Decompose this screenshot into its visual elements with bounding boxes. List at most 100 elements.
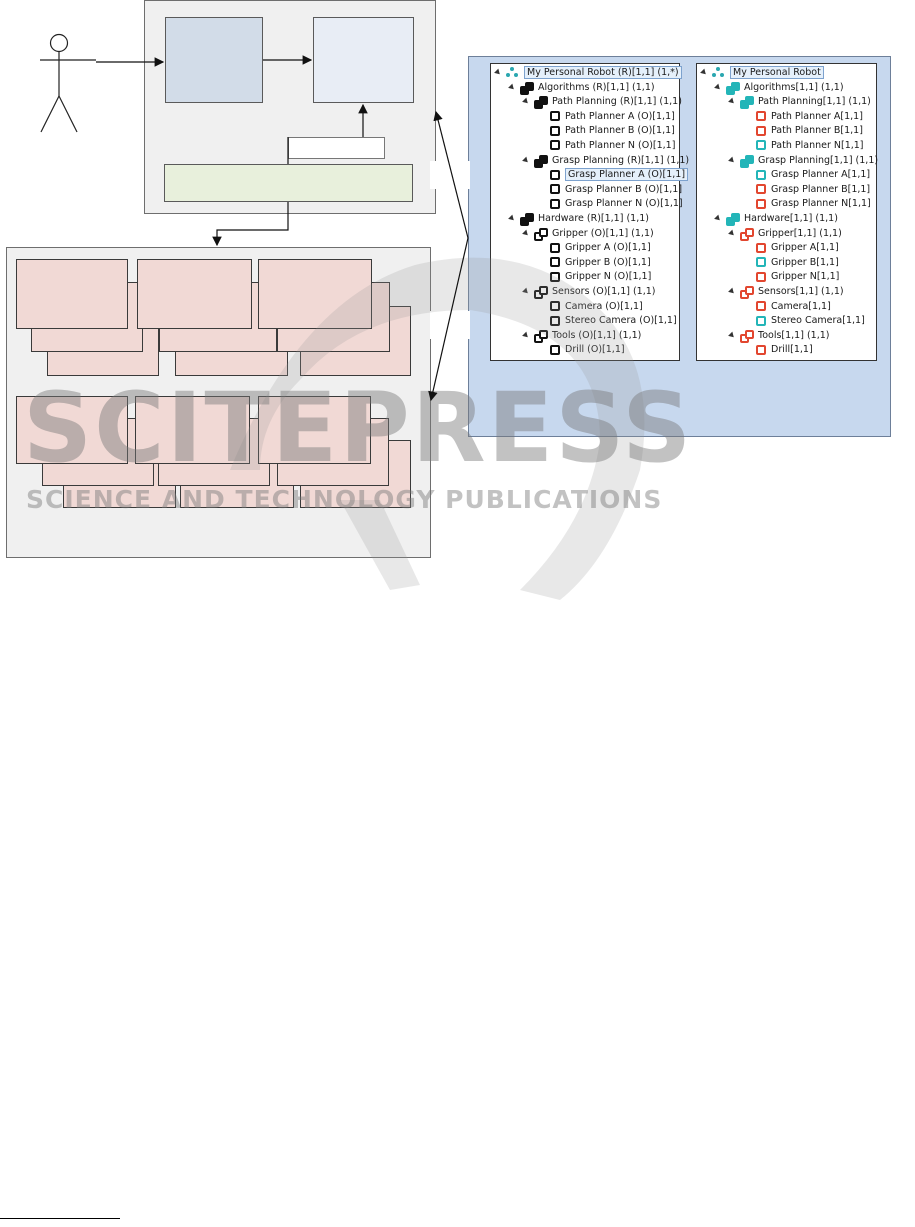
tree-row[interactable]: Gripper A[1,1] [697,241,876,256]
feature-leaf-icon [550,184,560,195]
tree-row[interactable]: Camera[1,1] [697,300,876,315]
tree-row[interactable]: Gripper[1,1] (1,1) [697,227,876,242]
tree-row[interactable]: Gripper (O)[1,1] (1,1) [491,227,679,242]
component-card [16,259,128,329]
tree-row[interactable]: Gripper A (O)[1,1] [491,241,679,256]
tree-row[interactable]: Algorithms[1,1] (1,1) [697,81,876,96]
tree-row-label: Algorithms[1,1] (1,1) [744,81,844,93]
feature-model-root-icon [506,67,519,78]
tree-row-label: Path Planner N[1,1] [771,139,864,151]
tree-row[interactable]: Grasp Planner B[1,1] [697,183,876,198]
tree-row[interactable]: Path Planning[1,1] (1,1) [697,95,876,110]
tree-row[interactable]: Drill (O)[1,1] [491,343,679,358]
tree-row[interactable]: Stereo Camera[1,1] [697,314,876,329]
tree-row[interactable]: Hardware (R)[1,1] (1,1) [491,212,679,227]
tree-row-label: Stereo Camera[1,1] [771,315,865,327]
tree-row-label: Sensors (O)[1,1] (1,1) [552,285,656,297]
tree-row[interactable]: Algorithms (R)[1,1] (1,1) [491,81,679,96]
tree-row-label: Gripper B[1,1] [771,256,839,268]
tree-row-label: Grasp Planner N (O)[1,1] [565,198,683,210]
tree-row[interactable]: Gripper N[1,1] [697,270,876,285]
tree-row[interactable]: Path Planner N (O)[1,1] [491,139,679,154]
tree-row[interactable]: Grasp Planner A[1,1] [697,168,876,183]
tree-row-label: Stereo Camera (O)[1,1] [565,315,677,327]
tree-row-label: Grasp Planner B (O)[1,1] [565,183,683,195]
feature-leaf-icon [550,301,560,311]
tree-row[interactable]: Gripper B[1,1] [697,256,876,271]
tree-row[interactable]: Path Planning (R)[1,1] (1,1) [491,95,682,110]
tree-row[interactable]: Camera (O)[1,1] [491,300,679,315]
tree-row[interactable]: Path Planner B (O)[1,1] [491,124,679,139]
tree-row-label: Algorithms (R)[1,1] (1,1) [538,81,655,93]
tree-row-label: Tools[1,1] (1,1) [758,329,830,341]
tree-row[interactable]: Grasp Planner N (O)[1,1] [491,197,683,212]
feature-leaf-icon [756,111,766,122]
mandatory-group-icon [534,96,548,110]
feature-leaf-icon [550,125,560,136]
output-block [313,17,414,103]
tree-row-label: Gripper[1,1] (1,1) [758,227,842,239]
tree-row-label: Path Planner B (O)[1,1] [565,125,675,137]
tree-row-label: Grasp Planner B[1,1] [771,183,871,195]
tree-row-label: Gripper A[1,1] [771,242,839,254]
feature-leaf-icon [550,271,560,282]
feature-leaf-icon [550,111,560,122]
tree-row-label: Path Planner B[1,1] [771,125,863,137]
mandatory-group-icon [534,154,548,168]
optional-group-icon [740,227,754,241]
tree-row-label: Path Planning (R)[1,1] (1,1) [552,96,682,108]
tree-row-label: Gripper A (O)[1,1] [565,242,651,254]
mandatory-group-icon [740,154,754,168]
input-block [165,17,263,103]
tree-row-label: Path Planner A (O)[1,1] [565,110,675,122]
tree-row-label: Drill (O)[1,1] [565,344,625,355]
tree-row[interactable]: My Personal Robot (R)[1,1] (1,*) [491,66,682,81]
mandatory-group-icon [726,81,740,95]
tree-row[interactable]: Grasp Planner N[1,1] [697,197,876,212]
tree-row-label: Path Planner A[1,1] [771,110,863,122]
feature-leaf-icon [550,344,560,355]
component-card [135,396,250,464]
tree-row[interactable]: Path Planner B[1,1] [697,124,876,139]
tree-row-label: Gripper N[1,1] [771,271,840,283]
tree-row[interactable]: Path Planner A (O)[1,1] [491,110,679,125]
feature-leaf-icon [756,344,766,355]
tree-row-label: Gripper N (O)[1,1] [565,271,652,283]
tree-row[interactable]: Sensors (O)[1,1] (1,1) [491,285,679,300]
tree-row-label: My Personal Robot [730,66,824,79]
configuration-block [164,164,413,202]
tree-row-label: Hardware (R)[1,1] (1,1) [538,212,649,224]
tree-row[interactable]: Hardware[1,1] (1,1) [697,212,876,227]
tree-row[interactable]: Gripper B (O)[1,1] [491,256,679,271]
tree-row-label: Camera[1,1] [771,300,831,312]
feature-tree-left: My Personal Robot (R)[1,1] (1,*) Algorith… [490,63,689,361]
tree-row[interactable]: Stereo Camera (O)[1,1] [491,314,679,329]
tree-row-label: Tools (O)[1,1] (1,1) [552,330,641,341]
tree-row[interactable]: Grasp Planning[1,1] (1,1) [697,154,878,169]
feature-leaf-icon [756,257,766,268]
tree-row[interactable]: Tools (O)[1,1] (1,1) [491,329,679,344]
watermark-title: SCITEPRESS [23,372,694,484]
component-card [16,396,128,464]
mandatory-group-icon [520,81,534,95]
tree-row[interactable]: Gripper N (O)[1,1] [491,270,679,285]
tree-row[interactable]: Tools[1,1] (1,1) [697,329,876,344]
tree-row-label: Grasp Planner A[1,1] [771,169,871,181]
tree-row[interactable]: My Personal Robot [697,66,876,81]
tree-row-label: Camera (O)[1,1] [565,300,643,312]
tree-row[interactable]: Path Planner A[1,1] [697,110,876,125]
footnote-rule [0,1218,120,1219]
tree-row[interactable]: Drill[1,1] [697,343,876,358]
tree-row-label: My Personal Robot (R)[1,1] (1,*) [524,66,682,79]
feature-leaf-icon [550,198,560,209]
tree-row[interactable]: Grasp Planner B (O)[1,1] [491,183,683,198]
feature-leaf-icon [756,315,766,326]
tree-row[interactable]: Grasp Planning (R)[1,1] (1,1) [491,154,689,169]
tree-row[interactable]: Sensors[1,1] (1,1) [697,285,876,300]
optional-group-icon [740,329,754,343]
tree-row[interactable]: Path Planner N[1,1] [697,139,876,154]
tree-row-label: Path Planner N (O)[1,1] [565,139,676,151]
tree-row[interactable]: Grasp Planner A (O)[1,1] [491,168,689,183]
